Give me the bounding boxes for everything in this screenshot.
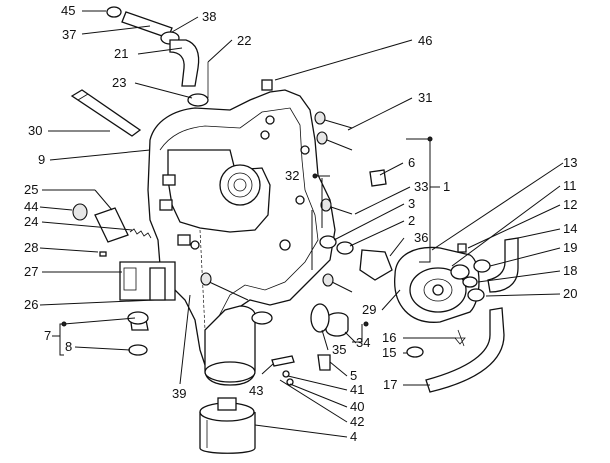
callout-34: 34: [356, 335, 371, 350]
callout-15: 15: [382, 345, 397, 360]
callout-9: 9: [38, 152, 46, 167]
callout-7: 7: [44, 328, 52, 343]
callout-1: 1: [443, 179, 451, 194]
callout-20: 20: [563, 286, 578, 301]
callout-41: 41: [350, 382, 365, 397]
callout-14: 14: [563, 221, 578, 236]
filter-housing: [204, 305, 273, 386]
callout-6: 6: [408, 155, 416, 170]
callout-8: 8: [65, 339, 73, 354]
callout-13: 13: [563, 155, 578, 170]
callout-23: 23: [112, 75, 127, 90]
callout-37: 37: [62, 27, 77, 42]
callout-12: 12: [563, 197, 578, 212]
callout-25: 25: [24, 182, 39, 197]
engine-cover: [147, 89, 336, 367]
callout-16: 16: [382, 330, 397, 345]
callout-29: 29: [362, 302, 377, 317]
oil-filter: [199, 397, 256, 454]
leader-dots: [61, 136, 433, 327]
callout-40: 40: [350, 399, 365, 414]
callout-35: 35: [332, 342, 347, 357]
callout-27: 27: [24, 264, 39, 279]
parts-right: [261, 79, 519, 393]
callout-36: 36: [414, 230, 429, 245]
callout-21: 21: [114, 46, 129, 61]
callout-43: 43: [249, 383, 264, 398]
callout-11: 11: [563, 178, 577, 193]
callout-3: 3: [408, 196, 416, 211]
callout-2: 2: [408, 213, 416, 228]
callout-39: 39: [172, 386, 187, 401]
callout-46: 46: [418, 33, 433, 48]
callout-33: 33: [414, 179, 429, 194]
callout-38: 38: [202, 9, 217, 24]
callout-18: 18: [563, 263, 578, 278]
parts-left: [70, 6, 249, 356]
callout-19: 19: [563, 240, 578, 255]
callout-42: 42: [350, 414, 365, 429]
callout-5: 5: [350, 368, 358, 383]
callout-31: 31: [418, 90, 433, 105]
callout-4: 4: [350, 429, 358, 444]
callout-30: 30: [28, 123, 43, 138]
callout-44: 44: [24, 199, 39, 214]
leader-lines: [39, 10, 564, 438]
callout-24: 24: [24, 214, 39, 229]
callout-32: 32: [285, 168, 300, 183]
callout-26: 26: [24, 297, 39, 312]
callout-45: 45: [61, 3, 76, 18]
callout-28: 28: [24, 240, 39, 255]
callout-17: 17: [383, 377, 398, 392]
callout-22: 22: [237, 33, 252, 48]
